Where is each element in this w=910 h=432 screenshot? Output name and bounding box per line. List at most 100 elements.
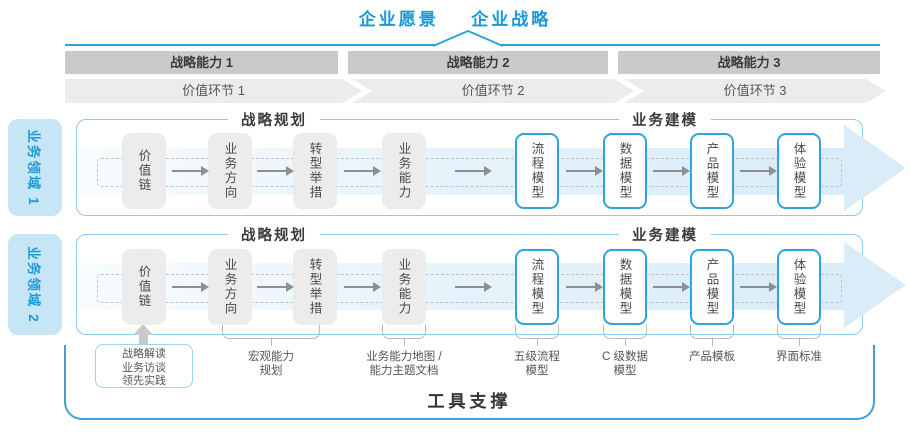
domain-label-1-text: 业务领域 1 bbox=[26, 128, 41, 207]
annotation-line: 能力主题文档 bbox=[369, 365, 439, 377]
annotation-data-model: C 级数据 模型 bbox=[550, 350, 700, 378]
flow-box-value-chain: 价值链 bbox=[122, 249, 166, 325]
flow-box-label: 价值链 bbox=[136, 149, 151, 193]
flow-box-label: 价值链 bbox=[136, 265, 151, 309]
capability-bar-2: 战略能力 2 bbox=[348, 51, 608, 74]
flow-box-experience-model: 体验模型 bbox=[777, 133, 821, 209]
lane-2-arrowhead bbox=[844, 242, 906, 328]
flow-box-label: 数据模型 bbox=[617, 142, 632, 200]
flow-arrow-icon bbox=[566, 166, 603, 176]
tool-support-label: 工具支撑 bbox=[427, 392, 512, 411]
brace-macro-capability bbox=[222, 325, 320, 346]
annotation-line: 业务能力地图 / bbox=[366, 351, 442, 363]
flow-box-label: 流程模型 bbox=[529, 142, 544, 200]
tool-support-container: 工具支撑 bbox=[64, 345, 875, 420]
flow-box-label: 体验模型 bbox=[791, 258, 806, 316]
annotation-product-template: 产品模板 bbox=[637, 350, 787, 364]
practice-line: 战略解读 bbox=[122, 348, 166, 360]
flow-box-label: 体验模型 bbox=[791, 142, 806, 200]
flow-box-label: 转型举措 bbox=[307, 142, 322, 200]
flow-arrow-icon bbox=[740, 282, 777, 292]
flow-box-label: 业务能力 bbox=[396, 258, 411, 316]
practice-line: 领先实践 bbox=[122, 375, 166, 387]
flow-arrow-icon bbox=[257, 166, 294, 176]
flow-box-value-chain: 价值链 bbox=[122, 133, 166, 209]
flow-box-transformation-initiatives: 转型举措 bbox=[293, 249, 337, 325]
annotation-line: 模型 bbox=[525, 365, 549, 377]
lane-1-header-business-modeling: 业务建模 bbox=[619, 109, 711, 130]
lane-1-arrowhead bbox=[844, 125, 906, 211]
page-title: 企业愿景 企业战略 bbox=[0, 5, 910, 30]
value-link-chevron-1: 价值环节 1 bbox=[65, 79, 362, 103]
flow-arrow-icon bbox=[257, 282, 294, 292]
lane-1-dashed-track bbox=[97, 158, 842, 187]
flow-box-label: 业务方向 bbox=[222, 258, 237, 316]
flow-box-product-model: 产品模型 bbox=[690, 249, 734, 325]
title-strategy: 企业战略 bbox=[471, 10, 552, 29]
lane-2-dashed-track bbox=[97, 274, 842, 303]
brace-process-model bbox=[515, 325, 559, 346]
annotation-ui-standard: 界面标准 bbox=[724, 350, 874, 364]
flow-box-label: 业务方向 bbox=[222, 142, 237, 200]
flow-arrow-icon bbox=[455, 166, 492, 176]
lane-2-header-business-modeling: 业务建模 bbox=[619, 224, 711, 245]
flow-arrow-icon bbox=[172, 166, 209, 176]
domain-label-2-text: 业务领域 2 bbox=[26, 245, 41, 324]
flow-box-label: 产品模型 bbox=[704, 142, 719, 200]
flow-box-process-model: 流程模型 bbox=[515, 249, 559, 325]
flow-arrow-icon bbox=[566, 282, 603, 292]
capability-bar-3: 战略能力 3 bbox=[618, 51, 880, 74]
flow-arrow-icon bbox=[172, 282, 209, 292]
flow-box-business-capability: 业务能力 bbox=[382, 249, 426, 325]
domain-2-lane: 战略规划 业务建模 价值链 业务方向 转型举措 业务能力 流程模型 数据模型 产… bbox=[76, 224, 906, 335]
up-arrow-stem bbox=[139, 334, 148, 345]
practice-line: 业务访谈 bbox=[122, 361, 166, 374]
flow-arrow-icon bbox=[653, 282, 690, 292]
domain-label-2: 业务领域 2 bbox=[8, 234, 62, 335]
flow-arrow-icon bbox=[653, 166, 690, 176]
value-link-chevron-2: 价值环节 2 bbox=[352, 79, 634, 103]
annotation-line: 五级流程 bbox=[514, 351, 560, 363]
annotation-line: 宏观能力 bbox=[248, 351, 294, 363]
flow-box-label: 业务能力 bbox=[396, 142, 411, 200]
lane-2-header-strategic-planning: 战略规划 bbox=[228, 224, 320, 245]
annotation-line: 界面标准 bbox=[776, 351, 822, 363]
flow-box-business-direction: 业务方向 bbox=[208, 133, 252, 209]
value-link-chevron-3: 价值环节 3 bbox=[624, 79, 886, 103]
domain-1-lane: 战略规划 业务建模 价值链 业务方向 转型举措 业务能力 流程模型 数据模型 产… bbox=[76, 109, 906, 216]
flow-box-label: 产品模型 bbox=[704, 258, 719, 316]
flow-box-process-model: 流程模型 bbox=[515, 133, 559, 209]
annotation-line: 产品模板 bbox=[689, 351, 735, 363]
up-arrow-icon bbox=[133, 324, 153, 335]
domain-label-1: 业务领域 1 bbox=[8, 119, 62, 216]
brace-data-model bbox=[603, 325, 647, 346]
annotation-capability-map: 业务能力地图 / 能力主题文档 bbox=[329, 350, 479, 378]
flow-arrow-icon bbox=[344, 282, 381, 292]
flow-box-experience-model: 体验模型 bbox=[777, 249, 821, 325]
flow-box-product-model: 产品模型 bbox=[690, 133, 734, 209]
flow-box-label: 数据模型 bbox=[617, 258, 632, 316]
brace-capability-map bbox=[382, 325, 426, 346]
practice-annotation-box: 战略解读 业务访谈 领先实践 bbox=[95, 344, 193, 388]
flow-arrow-icon bbox=[740, 166, 777, 176]
flow-box-data-model: 数据模型 bbox=[603, 249, 647, 325]
annotation-line: 模型 bbox=[613, 365, 637, 377]
brace-ui-standard bbox=[777, 325, 821, 346]
flow-box-label: 转型举措 bbox=[307, 258, 322, 316]
lane-1-header-strategic-planning: 战略规划 bbox=[228, 109, 320, 130]
annotation-line: 规划 bbox=[259, 365, 283, 377]
flow-box-business-direction: 业务方向 bbox=[208, 249, 252, 325]
flow-box-data-model: 数据模型 bbox=[603, 133, 647, 209]
flow-box-label: 流程模型 bbox=[529, 258, 544, 316]
caret-up-icon bbox=[432, 30, 504, 47]
title-vision: 企业愿景 bbox=[358, 10, 439, 29]
brace-product-template bbox=[690, 325, 734, 346]
flow-box-business-capability: 业务能力 bbox=[382, 133, 426, 209]
flow-arrow-icon bbox=[344, 166, 381, 176]
flow-box-transformation-initiatives: 转型举措 bbox=[293, 133, 337, 209]
annotation-process-model: 五级流程 模型 bbox=[462, 350, 612, 378]
capability-bar-1: 战略能力 1 bbox=[65, 51, 338, 74]
annotation-line: C 级数据 bbox=[602, 351, 648, 363]
annotation-macro-capability: 宏观能力 规划 bbox=[196, 350, 346, 378]
